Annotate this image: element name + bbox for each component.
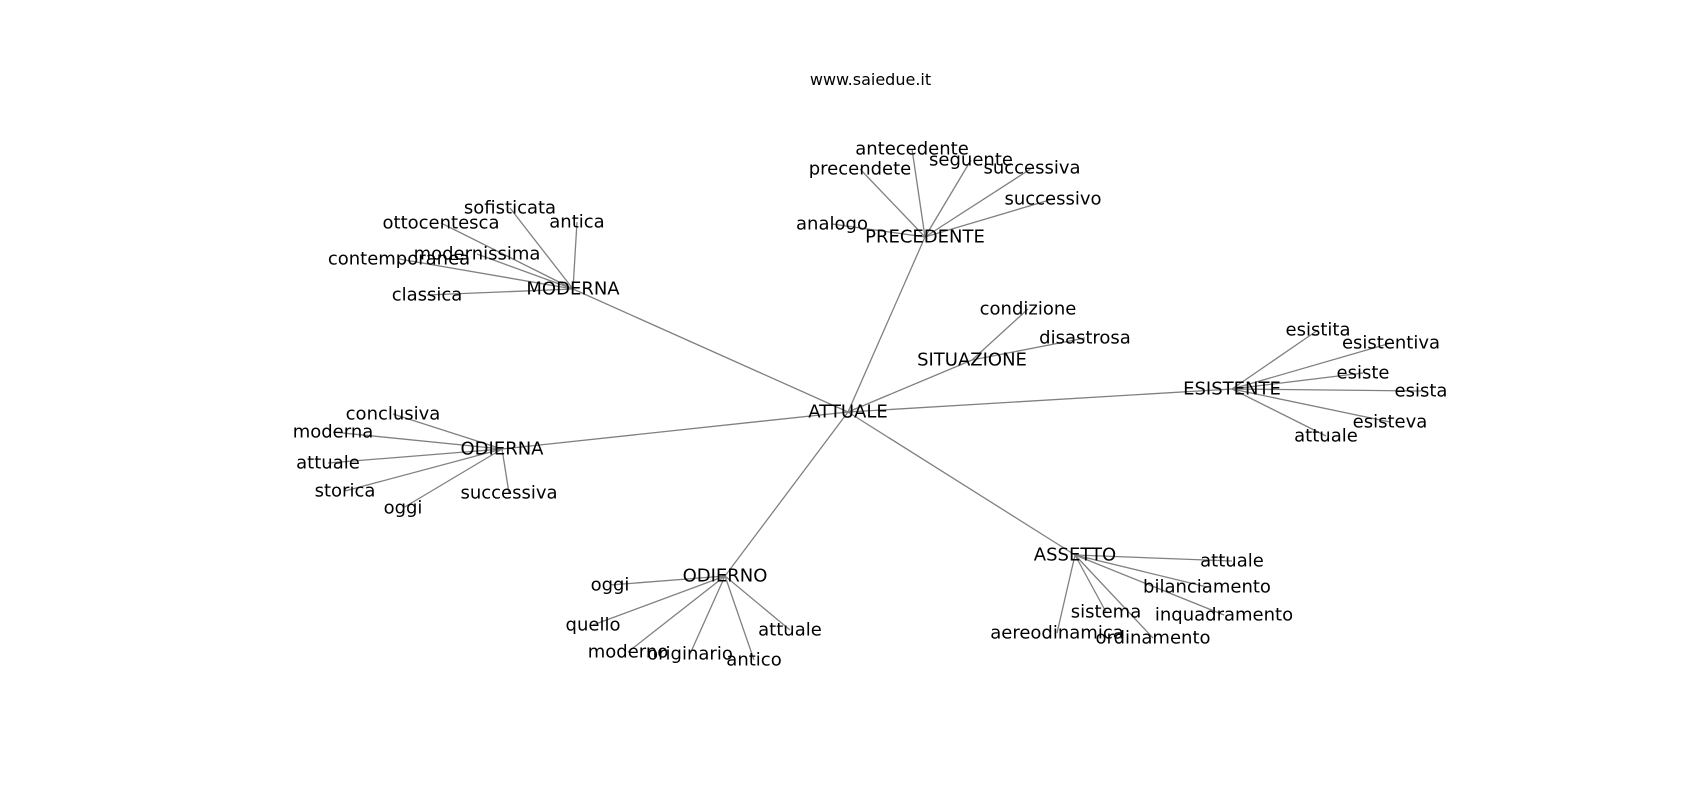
edge-center-odierna bbox=[501, 411, 849, 450]
leaf-node-assetto-sistema: sistema bbox=[1071, 602, 1141, 623]
edge-odierno-moderno bbox=[627, 575, 726, 653]
leaf-node-moderna-ottocentesca: ottocentesca bbox=[383, 213, 500, 234]
edge-odierno-originario bbox=[689, 575, 726, 655]
leaf-node-odierna-oggi: oggi bbox=[384, 498, 423, 519]
leaf-node-situazione-disastrosa: disastrosa bbox=[1039, 328, 1131, 349]
leaf-node-esistente-esistentiva: esistentiva bbox=[1342, 333, 1440, 354]
leaf-node-esistente-attuale: attuale bbox=[1294, 426, 1358, 447]
edge-center-precedente bbox=[847, 236, 926, 413]
edge-precedente-analogo bbox=[831, 223, 926, 238]
leaf-node-odierna-conclusiva: conclusiva bbox=[346, 404, 441, 425]
leaf-node-esistente-esista: esista bbox=[1395, 381, 1448, 402]
leaf-node-precedente-antecedente: antecedente bbox=[855, 139, 969, 160]
hub-node-situazione: SITUAZIONE bbox=[917, 350, 1027, 371]
edge-center-moderna bbox=[572, 288, 849, 413]
edge-esistente-esista bbox=[1231, 388, 1422, 392]
hub-node-odierna: ODIERNA bbox=[461, 439, 545, 460]
edge-precedente-seguente bbox=[924, 159, 972, 238]
edge-assetto-inquadramento bbox=[1074, 554, 1225, 616]
edge-esistente-attuale bbox=[1231, 388, 1327, 437]
leaf-node-odierno-oggi: oggi bbox=[591, 575, 630, 596]
leaf-node-odierno-quello: quello bbox=[566, 615, 621, 636]
edge-moderna-ottocentesca bbox=[440, 222, 574, 290]
leaf-node-moderna-classica: classica bbox=[392, 285, 463, 306]
edge-moderna-antica bbox=[572, 221, 578, 290]
edge-center-odierno bbox=[724, 411, 849, 577]
edge-precedente-precendete bbox=[859, 168, 926, 238]
hub-node-odierno: ODIERNO bbox=[683, 566, 768, 587]
edge-moderna-modernissima bbox=[476, 253, 574, 290]
edge-precedente-successiva bbox=[924, 167, 1033, 238]
edge-esistente-esistita bbox=[1231, 329, 1319, 390]
hub-node-precedente: PRECEDENTE bbox=[865, 227, 985, 248]
hub-node-moderna: MODERNA bbox=[526, 279, 620, 300]
edge-assetto-attuale bbox=[1074, 554, 1233, 562]
leaf-node-situazione-condizione: condizione bbox=[980, 299, 1077, 320]
leaf-node-odierna-storica: storica bbox=[315, 481, 376, 502]
leaf-node-odierna-moderna: moderna bbox=[293, 422, 374, 443]
edge-odierna-oggi bbox=[402, 448, 503, 509]
leaf-node-moderna-antica: antica bbox=[549, 212, 604, 233]
edge-center-esistente bbox=[847, 388, 1233, 413]
leaf-node-odierna-attuale: attuale bbox=[296, 453, 360, 474]
leaf-node-esistente-esiste: esiste bbox=[1337, 363, 1390, 384]
edge-odierno-quello bbox=[592, 575, 726, 626]
site-watermark: www.saiedue.it bbox=[809, 70, 932, 89]
leaf-node-assetto-inquadramento: inquadramento bbox=[1155, 605, 1293, 626]
leaf-node-odierna-successiva: successiva bbox=[460, 483, 557, 504]
edge-esistente-esistentiva bbox=[1231, 342, 1392, 390]
edge-situazione-condizione bbox=[971, 308, 1029, 361]
edge-odierna-moderna bbox=[332, 431, 503, 450]
leaf-node-precedente-precendete: precendete bbox=[809, 159, 912, 180]
edge-assetto-aereodinamica bbox=[1056, 554, 1076, 634]
leaf-node-odierno-moderno: moderno bbox=[588, 642, 669, 663]
edge-moderna-contemporanea bbox=[398, 258, 574, 290]
edge-situazione-disastrosa bbox=[971, 337, 1086, 361]
edge-precedente-successivo bbox=[924, 198, 1054, 238]
edge-moderna-sofisticata bbox=[509, 207, 574, 290]
leaf-node-precedente-successiva: successiva bbox=[983, 158, 1080, 179]
edge-assetto-ordinamento bbox=[1074, 554, 1154, 639]
leaf-node-esistente-esisteva: esisteva bbox=[1353, 412, 1428, 433]
leaf-node-precedente-seguente: seguente bbox=[929, 150, 1013, 171]
leaf-node-assetto-aereodinamica: aereodinamica bbox=[990, 623, 1124, 644]
edge-odierno-antico bbox=[724, 575, 755, 661]
edge-odierno-attuale bbox=[724, 575, 791, 631]
hub-node-esistente: ESISTENTE bbox=[1183, 379, 1281, 400]
edge-precedente-antecedente bbox=[911, 148, 926, 238]
leaf-node-esistente-esistita: esistita bbox=[1286, 320, 1351, 341]
leaf-node-assetto-attuale: attuale bbox=[1200, 551, 1264, 572]
edges bbox=[327, 148, 1422, 661]
edge-odierna-successiva bbox=[501, 448, 510, 494]
hub-node-assetto: ASSETTO bbox=[1034, 545, 1116, 566]
center-node: ATTUALE bbox=[808, 402, 887, 423]
leaf-node-precedente-analogo: analogo bbox=[796, 214, 868, 235]
edge-esistente-esiste bbox=[1231, 372, 1364, 390]
edge-center-assetto bbox=[847, 411, 1076, 556]
leaf-node-moderna-contemporanea: contemporanea bbox=[328, 249, 470, 270]
leaf-node-assetto-bilanciamento: bilanciamento bbox=[1143, 577, 1271, 598]
edge-center-situazione bbox=[847, 359, 973, 413]
edge-moderna-classica bbox=[426, 288, 574, 296]
edge-odierno-oggi bbox=[609, 575, 726, 586]
edge-assetto-bilanciamento bbox=[1074, 554, 1208, 588]
edge-odierna-conclusiva bbox=[392, 413, 503, 450]
leaf-node-odierno-attuale: attuale bbox=[758, 620, 822, 641]
edge-odierna-attuale bbox=[327, 448, 503, 464]
leaf-node-odierno-antico: antico bbox=[726, 650, 781, 671]
leaf-node-precedente-successivo: successivo bbox=[1004, 189, 1101, 210]
edge-odierna-storica bbox=[344, 448, 503, 492]
edge-esistente-esisteva bbox=[1231, 388, 1391, 423]
leaf-node-moderna-sofisticata: sofisticata bbox=[464, 198, 556, 219]
leaf-node-odierno-originario: originario bbox=[647, 644, 733, 665]
edge-assetto-sistema bbox=[1074, 554, 1107, 613]
leaf-node-moderna-modernissima: modernissima bbox=[414, 244, 541, 265]
leaf-node-assetto-ordinamento: ordinamento bbox=[1095, 628, 1210, 649]
